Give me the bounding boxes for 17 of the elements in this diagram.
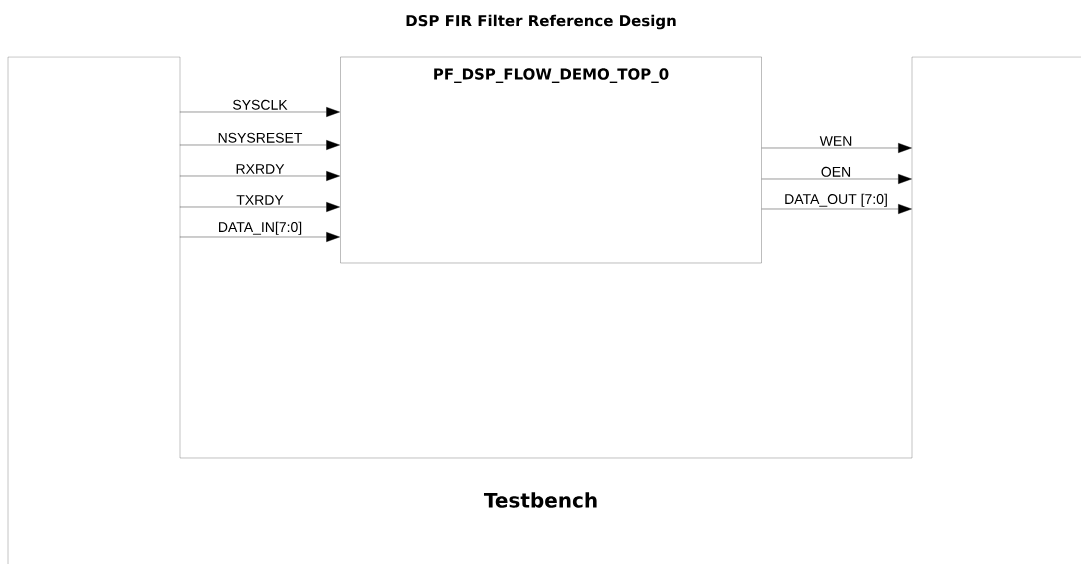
title: DSP FIR Filter Reference Design — [406, 14, 676, 30]
edge-label: DATA_IN[7:0] — [216, 220, 304, 236]
arrow — [761, 174, 912, 184]
edge-label: TXRDY — [235, 194, 285, 206]
edge-label: NSYSRESET — [216, 131, 304, 144]
edge-label: OEN — [819, 165, 853, 178]
arrow — [761, 204, 912, 214]
arrow — [179, 171, 340, 181]
arrow — [179, 232, 340, 242]
arrow — [179, 140, 340, 150]
arrow — [179, 107, 340, 117]
edge-label: RXRDY — [234, 163, 286, 175]
arrow — [761, 143, 912, 153]
arrow — [179, 202, 340, 212]
edge-label: SYSCLK — [231, 98, 289, 111]
edge-label: DATA_OUT [7:0] — [783, 192, 889, 208]
edge-label: WEN — [818, 135, 854, 147]
